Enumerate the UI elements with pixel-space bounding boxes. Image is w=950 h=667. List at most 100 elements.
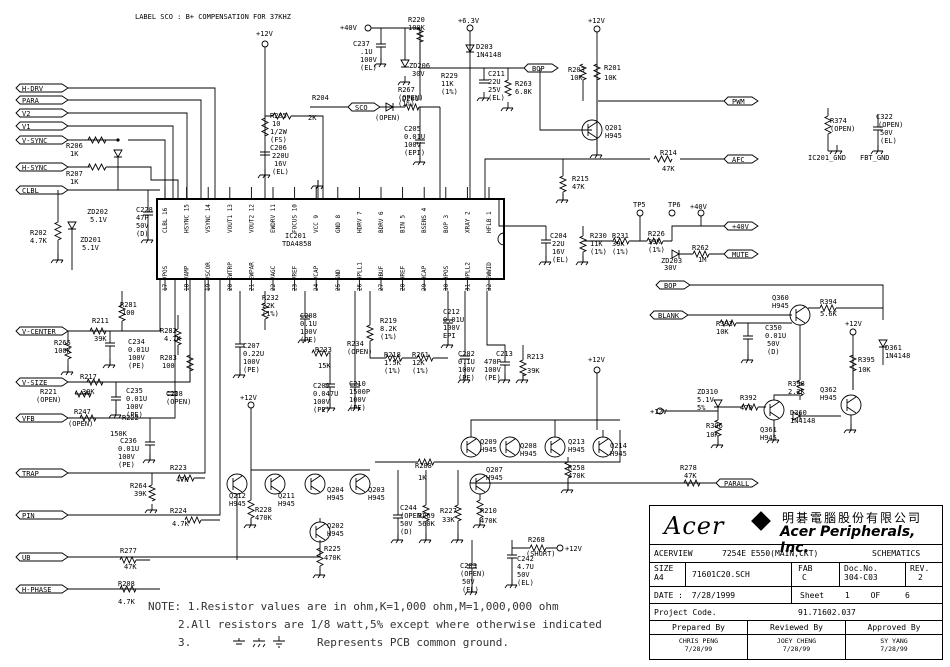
component-label: (OPEN) xyxy=(347,348,372,356)
connector-clbl[interactable]: CLBL xyxy=(15,185,69,195)
component-label: EPI xyxy=(443,332,456,340)
component-label: (EL) xyxy=(462,586,479,594)
component-label: R234 xyxy=(347,340,364,348)
component-label: 50V xyxy=(136,222,149,230)
connector-h-sync[interactable]: H-SYNC xyxy=(15,162,69,172)
date-value: 7/28/1999 xyxy=(691,591,736,600)
connector-parall[interactable]: PARALL xyxy=(715,478,759,488)
component-label: (OPEN) xyxy=(375,114,400,122)
component-label: Q362 xyxy=(820,386,837,394)
component-label: C234 xyxy=(128,338,145,346)
component-label: 1N4148 xyxy=(885,352,910,360)
connector-blank[interactable]: BLANK xyxy=(649,310,689,320)
of-value: 6 xyxy=(905,591,910,600)
ic-pin-top-label: BSENS 4 xyxy=(421,207,428,233)
component-label: R392 xyxy=(740,394,757,402)
component-label: R228 xyxy=(255,506,272,514)
component-label: 0.1U xyxy=(300,320,317,328)
resistor-icon xyxy=(89,326,107,336)
connector-afc[interactable]: AFC xyxy=(723,154,759,164)
title-block: Acer 明碁電腦股份有限公司 Acer Peripherals, Inc. A… xyxy=(649,505,943,660)
component-label: (EL) xyxy=(272,168,289,176)
component-label: 50V xyxy=(462,578,475,586)
component-label: Q208 xyxy=(520,442,537,450)
component-label: R278 xyxy=(680,464,697,472)
resistor-icon xyxy=(117,304,127,322)
connector-40v-out[interactable]: +40V xyxy=(723,221,759,231)
connector-12v-in: +12V xyxy=(650,408,668,416)
connector-v1[interactable]: V1 xyxy=(15,121,69,131)
connector-ub[interactable]: UB xyxy=(15,552,69,562)
connector-bop[interactable]: BOP xyxy=(523,63,559,73)
rail-6v3: +6.3V xyxy=(458,17,480,199)
capacitor-icon xyxy=(260,151,270,156)
connector-sco[interactable]: SCO xyxy=(347,102,381,112)
resistor-icon xyxy=(260,302,270,320)
connector-v-size[interactable]: V-SIZE xyxy=(15,377,69,387)
diode-icon xyxy=(400,59,410,68)
connector-vfb[interactable]: VFB xyxy=(15,413,69,423)
component-label: 50V xyxy=(400,520,413,528)
resistor-icon xyxy=(683,478,701,488)
component-label: 6.8K xyxy=(515,88,533,96)
prepared-date: 7/28/99 xyxy=(684,645,713,653)
doc-type: SCHEMATICS xyxy=(872,549,921,558)
component-label: IC201_GND xyxy=(808,154,846,162)
ic-pin-top-label: HSYNC 15 xyxy=(184,204,191,233)
svg-text:+40V: +40V xyxy=(340,24,358,32)
rail-12v-q362: +12V xyxy=(845,320,863,390)
component-label: (OPEN) xyxy=(68,420,93,428)
svg-text:+12V: +12V xyxy=(240,394,258,402)
resistor-icon xyxy=(272,111,292,121)
connector-h-phase[interactable]: H-PHASE xyxy=(15,584,69,594)
connector-v-sync[interactable]: V-SYNC xyxy=(15,135,69,145)
component-label: (OPEN) xyxy=(36,396,61,404)
svg-text:CLBL: CLBL xyxy=(22,187,39,195)
connector-pin[interactable]: PIN xyxy=(15,510,69,520)
connector-para[interactable]: PARA xyxy=(15,95,69,105)
component-label: R204 xyxy=(312,94,329,102)
connector-pwm[interactable]: PWM xyxy=(723,96,759,106)
component-label: R218 xyxy=(384,351,401,359)
component-label: Q361 xyxy=(760,426,777,434)
component-label: (SHORT) xyxy=(526,550,556,558)
component-label: 1K xyxy=(70,178,79,186)
diode-icon xyxy=(113,149,123,158)
component-label: 100V xyxy=(313,398,331,406)
component-label: (1%) xyxy=(648,246,665,254)
component-label: H945 xyxy=(820,394,837,402)
component-label: 100V xyxy=(126,403,144,411)
component-label: 10K xyxy=(604,74,617,82)
component-label: 0.047U xyxy=(313,390,338,398)
component-label: R264 xyxy=(130,482,147,490)
component-label: R222 xyxy=(122,414,139,422)
connector-trap[interactable]: TRAP xyxy=(15,468,69,478)
component-label: D203 xyxy=(476,43,493,51)
connector-mute[interactable]: MUTE xyxy=(723,249,759,259)
connector-bop2[interactable]: BOP xyxy=(655,280,691,290)
ic-pin-top-label: BDRV 6 xyxy=(378,211,385,233)
component-label: Q202 xyxy=(327,522,344,530)
connector-v2[interactable]: V2 xyxy=(15,108,69,118)
resistor-icon xyxy=(612,236,630,246)
component-label: Q360 xyxy=(772,294,789,302)
component-label: C242 xyxy=(517,555,534,563)
component-label: 4.7K xyxy=(164,335,182,343)
component-label: H945 xyxy=(520,450,537,458)
connector-v-center[interactable]: V-CENTER xyxy=(15,326,69,336)
size-value: A4 xyxy=(654,573,664,582)
component-label: (OPEN) xyxy=(830,125,855,133)
component-label: D360 xyxy=(790,409,807,417)
component-label: 10 xyxy=(272,120,280,128)
component-label: 1K xyxy=(70,150,79,158)
capacitor-icon xyxy=(111,396,121,401)
resistor-icon xyxy=(503,79,513,97)
component-label: 16V xyxy=(274,160,287,168)
component-label: R282 xyxy=(160,327,177,335)
approved-date: 7/28/99 xyxy=(880,645,908,653)
component-label: (1%) xyxy=(380,333,397,341)
transistor-icon xyxy=(304,473,326,495)
component-label: 0.01U xyxy=(128,346,149,354)
connector-h-drv[interactable]: H-DRV xyxy=(15,83,69,93)
svg-text:PIN: PIN xyxy=(22,512,35,520)
